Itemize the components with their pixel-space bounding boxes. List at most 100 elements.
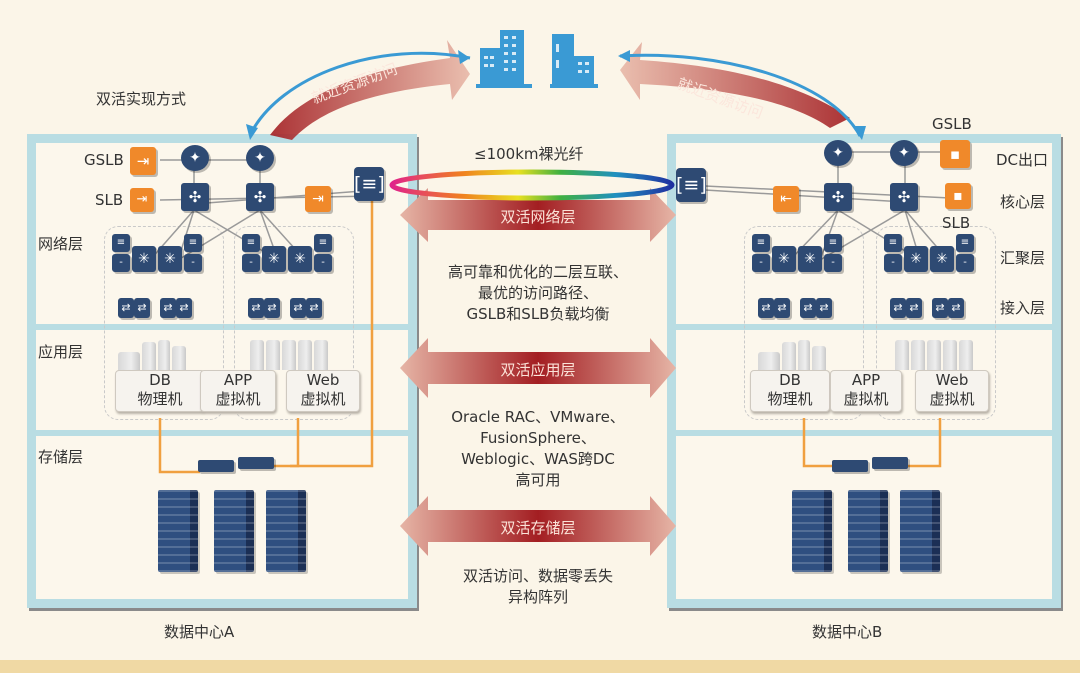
nearest-access-arrow-left	[246, 40, 471, 140]
dc-a-slb-icon: ⇥	[130, 188, 154, 212]
dc-a-web-servers	[250, 340, 330, 374]
dc-b-web-servers	[895, 340, 975, 374]
app-description: Oracle RAC、VMware、 FusionSphere、 Weblogi…	[451, 408, 625, 489]
dc-b-pod1-aggregation-switch-icon: ✳	[798, 246, 822, 272]
fiber-ring	[389, 169, 675, 201]
dc-a-pod2-firewall-icon: ≡	[314, 234, 332, 252]
dc-b-slb-icon: ▪	[945, 183, 971, 209]
dc-a-san-switch-icon	[238, 457, 274, 469]
dc-a-pod2-access-switch-icon: ⇄	[264, 298, 280, 318]
dc-a-gslb-icon: ⇥	[130, 147, 156, 175]
dc-b-pod2-access-switch-icon: ⇄	[906, 298, 922, 318]
dc-b-router-icon: ✦	[824, 140, 852, 166]
dc-b-core-layer-label: 核心层	[1000, 193, 1046, 211]
dc-a-pod1-firewall-icon: ≡	[112, 234, 130, 252]
nearest-access-arrow-right	[618, 42, 866, 140]
dc-a-storage-layer-label: 存储层	[38, 448, 84, 466]
dc-b-storage-rack-icon	[848, 490, 888, 572]
diagram-title: 双活实现方式	[96, 90, 187, 108]
dc-a-app-layer-label: 应用层	[38, 343, 84, 361]
dc-a-storage-rack-icon	[266, 490, 306, 572]
dc-b-fiber-gateway-icon: [≡]	[676, 168, 707, 202]
dc-b-access-layer-label: 接入层	[1000, 299, 1046, 317]
dc-b-pod1-firewall-icon: ≡	[824, 234, 842, 252]
dc-b-pod2-firewall-icon: -	[884, 254, 902, 272]
dc-a-pod2-access-switch-icon: ⇄	[306, 298, 322, 318]
dc-a-pod1-firewall-icon: ≡	[184, 234, 202, 252]
dc-a-san-switch-icon	[198, 460, 234, 472]
dc-a-core-switch-icon: ✣	[246, 183, 274, 211]
dc-a-pod1-aggregation-switch-icon: ✳	[132, 246, 156, 272]
dc-b-pod1-access-switch-icon: ⇄	[800, 298, 816, 318]
dc-b-pod-2	[876, 226, 996, 420]
dc-a-storage-rack-icon	[158, 490, 198, 572]
active-active-network-arrow	[400, 188, 676, 242]
dc-a-db-servers	[118, 340, 188, 374]
dc-b-pod2-access-switch-icon: ⇄	[932, 298, 948, 318]
dc-b-pod2-firewall-icon: ≡	[956, 234, 974, 252]
dc-b-storage-rack-icon	[792, 490, 832, 572]
network-description: 高可靠和优化的二层互联、 最优的访问路径、 GSLB和SLB负载均衡	[447, 263, 628, 323]
dc-a-pod2-aggregation-switch-icon: ✳	[262, 246, 286, 272]
footer-band	[0, 660, 1080, 673]
dc-b-pod2-firewall-icon: ≡	[884, 234, 902, 252]
dc-b-db-servers	[758, 340, 828, 374]
dc-b-pod2-aggregation-switch-icon: ✳	[904, 246, 928, 272]
fiber-label: ≤100km裸光纤	[474, 145, 584, 163]
dc-b-pod1-firewall-icon: -	[752, 254, 770, 272]
dc-a-pod2-access-switch-icon: ⇄	[290, 298, 306, 318]
dc-a-router-icon: ✦	[181, 145, 209, 171]
dc-a-core-switch-icon: ✣	[181, 183, 209, 211]
dc-a-slb-label: SLB	[95, 191, 124, 209]
dc-b-san-switch-icon	[872, 457, 908, 469]
dc-a-pod2-firewall-icon: ≡	[242, 234, 260, 252]
dc-a-pod2-access-switch-icon: ⇄	[248, 298, 264, 318]
dc-a-pod2-firewall-icon: -	[314, 254, 332, 272]
storage-description: 双活访问、数据零丢失 异构阵列	[462, 567, 613, 606]
dc-a-gslb-label: GSLB	[84, 151, 124, 169]
active-active-app-arrow	[400, 338, 676, 398]
datacenter-a-name: 数据中心A	[164, 623, 235, 641]
app-arrow-label: 双活应用层	[500, 361, 576, 379]
dc-b-pod1-access-switch-icon: ⇄	[758, 298, 774, 318]
dc-b-slb-icon: ⇤	[773, 186, 799, 212]
dc-a-pod-2	[234, 226, 354, 420]
dc-a-router-icon: ✦	[246, 145, 274, 171]
dc-b-separator-app-storage	[676, 430, 1052, 436]
storage-arrow-label: 双活存储层	[500, 519, 576, 537]
building-icon	[476, 30, 598, 88]
dc-b-san-switch-icon	[832, 460, 868, 472]
dc-b-gslb-icon: ▪	[940, 140, 970, 168]
dc-b-pod2-aggregation-switch-icon: ✳	[930, 246, 954, 272]
network-arrow-label: 双活网络层	[500, 208, 576, 226]
dc-a-pod1-access-switch-icon: ⇄	[134, 298, 150, 318]
dc-a-pod1-aggregation-switch-icon: ✳	[158, 246, 182, 272]
dc-b-gslb-label: GSLB	[932, 115, 972, 133]
dc-a-slb-icon: ⇥	[305, 186, 331, 212]
dc-a-storage-rack-icon	[214, 490, 254, 572]
dc-b-aggregation-layer-label: 汇聚层	[1000, 249, 1046, 267]
dc-b-core-switch-icon: ✣	[890, 183, 918, 211]
dc-a-pod-1	[104, 226, 224, 420]
dc-a-pod1-access-switch-icon: ⇄	[176, 298, 192, 318]
dc-b-core-switch-icon: ✣	[824, 183, 852, 211]
dc-b-router-icon: ✦	[890, 140, 918, 166]
dc-a-pod1-firewall-icon: -	[184, 254, 202, 272]
dc-b-pod1-firewall-icon: ≡	[752, 234, 770, 252]
dc-b-pod1-firewall-icon: -	[824, 254, 842, 272]
dc-b-storage-rack-icon	[900, 490, 940, 572]
active-active-storage-arrow	[400, 496, 676, 556]
dc-a-pod2-firewall-icon: -	[242, 254, 260, 272]
dc-a-pod2-aggregation-switch-icon: ✳	[288, 246, 312, 272]
dc-a-pod1-firewall-icon: -	[112, 254, 130, 272]
dc-a-pod1-access-switch-icon: ⇄	[118, 298, 134, 318]
dc-b-pod2-access-switch-icon: ⇄	[948, 298, 964, 318]
dc-a-network-layer-label: 网络层	[38, 235, 84, 253]
